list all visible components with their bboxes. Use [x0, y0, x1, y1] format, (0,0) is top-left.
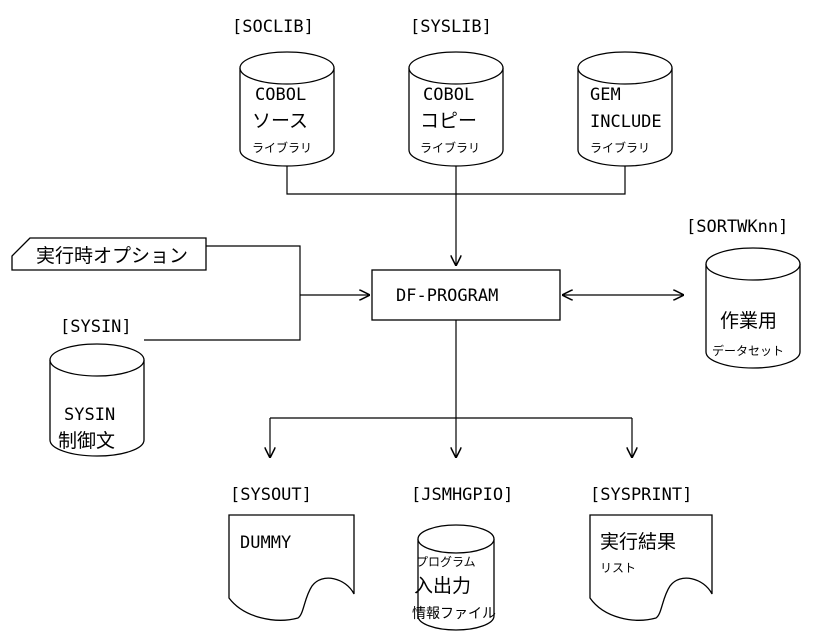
sysprint-document-icon: [589, 514, 713, 621]
syslib-line2: コピー: [420, 110, 477, 132]
jsmhgpio-output: [JSMHGPIO] プログラム 入出力 情報ファイル: [411, 485, 513, 631]
sysprint-dd-label: [SYSPRINT]: [590, 485, 692, 505]
runtime-options-label: 実行時オプション: [36, 245, 188, 267]
sysin-line2: 制御文: [58, 430, 115, 452]
sysin-line1: SYSIN: [64, 405, 115, 425]
sortwork-line2: データセット: [712, 343, 784, 358]
soclib-line3: ライブラリ: [252, 140, 312, 155]
card-icon: [11, 237, 207, 271]
sysprint-line1: 実行結果: [600, 531, 676, 553]
syslib-line3: ライブラリ: [420, 140, 480, 155]
sysprint-output: [SYSPRINT] 実行結果 リスト: [589, 485, 713, 621]
soclib-dd-label: [SOCLIB]: [232, 17, 314, 37]
sysin-dd-label: [SYSIN]: [60, 317, 132, 337]
soclib-line2: ソース: [252, 110, 308, 132]
jsmhgpio-line3: 情報ファイル: [412, 606, 496, 622]
soclib-line1: COBOL: [255, 85, 306, 105]
sysin-dataset: [SYSIN] SYSIN 制御文: [49, 317, 145, 457]
syslib-library: [SYSLIB] COBOL コピー ライブラリ: [408, 17, 504, 167]
soclib-library: [SOCLIB] COBOL ソース ライブラリ: [232, 17, 335, 167]
gem-include-library: GEM INCLUDE ライブラリ: [577, 51, 673, 167]
syslib-dd-label: [SYSLIB]: [410, 17, 492, 37]
options-connector-line: [144, 245, 301, 341]
jsmhgpio-line2: 入出力: [414, 575, 471, 597]
program-label: DF-PROGRAM: [396, 286, 498, 306]
gem-line3: ライブラリ: [590, 140, 650, 155]
sysout-dd-label: [SYSOUT]: [230, 485, 312, 505]
sysout-document-icon: [228, 514, 355, 621]
gem-line2: INCLUDE: [590, 112, 662, 132]
sortwork-line1: 作業用: [720, 310, 777, 332]
gem-line1: GEM: [590, 85, 621, 105]
runtime-options: 実行時オプション: [11, 237, 207, 271]
sortwork-dd-label: [SORTWKnn]: [686, 217, 788, 237]
program-box: DF-PROGRAM: [371, 269, 561, 321]
sortwork-cylinder-icon: [705, 264, 801, 369]
sortwork-dataset: [SORTWKnn] 作業用 データセット: [686, 217, 801, 369]
sysout-line1: DUMMY: [240, 533, 291, 553]
jsmhgpio-dd-label: [JSMHGPIO]: [411, 485, 513, 505]
sysout-output: [SYSOUT] DUMMY: [228, 485, 355, 621]
jsmhgpio-cylinder-icon: [417, 539, 495, 631]
sysprint-line2: リスト: [600, 561, 636, 575]
syslib-line1: COBOL: [423, 85, 474, 105]
sysin-cylinder-icon: [49, 360, 145, 457]
jsmhgpio-line1: プログラム: [416, 555, 476, 569]
